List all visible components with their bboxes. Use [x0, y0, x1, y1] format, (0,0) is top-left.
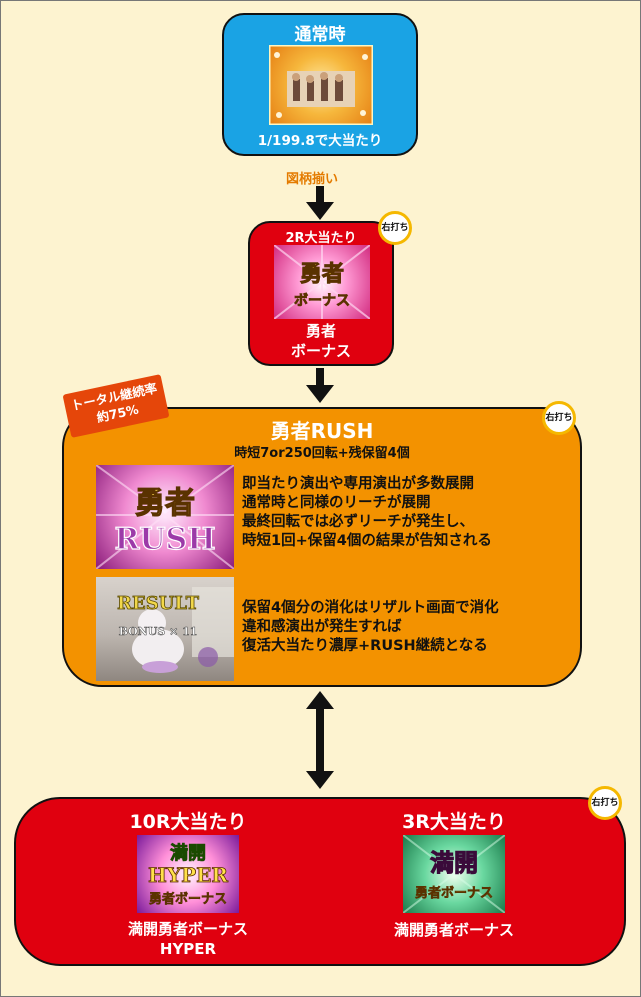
normal-probability: 1/199.8で大当たり: [257, 133, 383, 149]
rush-screenshot: 勇者 RUSH: [96, 465, 234, 569]
svg-text:勇者: 勇者: [300, 262, 344, 287]
rush-description-2: 保留4個分の消化はリザルト画面で消化 違和感演出が発生すれば 復活大当たり濃厚+…: [242, 599, 499, 656]
double-arrow: [306, 691, 334, 789]
rush-desc1-line: 通常時と同様のリーチが展開: [242, 495, 431, 511]
rush-desc2-line: 違和感演出が発生すれば: [242, 619, 402, 635]
rush-desc1-line: 時短1回+保留4個の結果が告知される: [242, 533, 492, 549]
normal-title: 通常時: [294, 25, 346, 45]
jackpot-3r-name: 満開勇者ボーナス: [393, 921, 514, 939]
rush-desc1-line: 最終回転では必ずリーチが発生し、: [242, 514, 474, 530]
jackpot-10r-name-line2: HYPER: [159, 940, 217, 958]
rush-description-1: 即当たり演出や専用演出が多数展開 通常時と同様のリーチが展開 最終回転では必ずリ…: [242, 475, 492, 551]
right-shot-icon: 右打ち: [378, 211, 412, 245]
bonus-2r-name: 勇者 ボーナス: [250, 321, 392, 361]
jackpot-10r-name: 満開勇者ボーナス HYPER: [98, 919, 278, 959]
transition-label: 図柄揃い: [286, 172, 339, 187]
svg-text:BONUS × 11: BONUS × 11: [119, 625, 198, 638]
svg-text:HYPER: HYPER: [148, 863, 228, 887]
arrow-normal-to-bonus-shaft: [316, 186, 324, 204]
bonus-2r-title: 2R大当たり: [285, 231, 357, 246]
bonus-2r-box: 2R大当たり 勇者 ボーナス 勇者 ボーナス: [248, 221, 394, 366]
svg-text:満開: 満開: [430, 849, 478, 877]
arrow-bonus-to-rush-head: [306, 385, 334, 403]
jackpot-10r-title: 10R大当たり: [129, 811, 247, 833]
jackpot-10r-name-line1: 満開勇者ボーナス: [127, 920, 248, 938]
svg-text:勇者: 勇者: [135, 486, 195, 521]
normal-screenshot: [269, 45, 373, 125]
rush-title: 勇者RUSH: [270, 419, 374, 443]
jackpot-box: 10R大当たり 満開 HYPER 勇者ボーナス 満開勇者ボーナス HYPER 3…: [14, 797, 626, 966]
rush-desc1-line: 即当たり演出や専用演出が多数展開: [242, 476, 474, 492]
svg-text:ボーナス: ボーナス: [294, 293, 350, 309]
jackpot-3r-title: 3R大当たり: [402, 811, 506, 833]
rush-desc2-line: 復活大当たり濃厚+RUSH継続となる: [242, 638, 488, 654]
svg-text:勇者ボーナス: 勇者ボーナス: [415, 885, 493, 901]
rush-subtitle: 時短7or250回転+残保留4個: [234, 446, 410, 461]
rush-box: 勇者RUSH 時短7or250回転+残保留4個 勇者 RUSH 即当たり演出や専…: [62, 407, 582, 687]
svg-text:RUSH: RUSH: [114, 522, 215, 557]
bonus-2r-screenshot: 勇者 ボーナス: [274, 245, 370, 319]
svg-text:満開: 満開: [170, 842, 206, 864]
result-screenshot: RESULT BONUS × 11: [96, 577, 234, 681]
normal-state-box: 通常時 1/199.8で大当たり: [222, 13, 418, 156]
svg-text:RESULT: RESULT: [117, 593, 200, 614]
right-shot-icon: 右打ち: [542, 401, 576, 435]
right-shot-icon: 右打ち: [588, 786, 622, 820]
bonus-2r-name-text: 勇者 ボーナス: [290, 322, 351, 360]
arrow-bonus-to-rush-shaft: [316, 368, 324, 388]
jackpot-3r-screenshot: 満開 勇者ボーナス: [403, 835, 505, 913]
svg-text:勇者ボーナス: 勇者ボーナス: [149, 891, 227, 907]
rush-desc2-line: 保留4個分の消化はリザルト画面で消化: [242, 600, 499, 616]
arrow-normal-to-bonus-head: [306, 202, 334, 220]
jackpot-10r-screenshot: 満開 HYPER 勇者ボーナス: [137, 835, 239, 913]
